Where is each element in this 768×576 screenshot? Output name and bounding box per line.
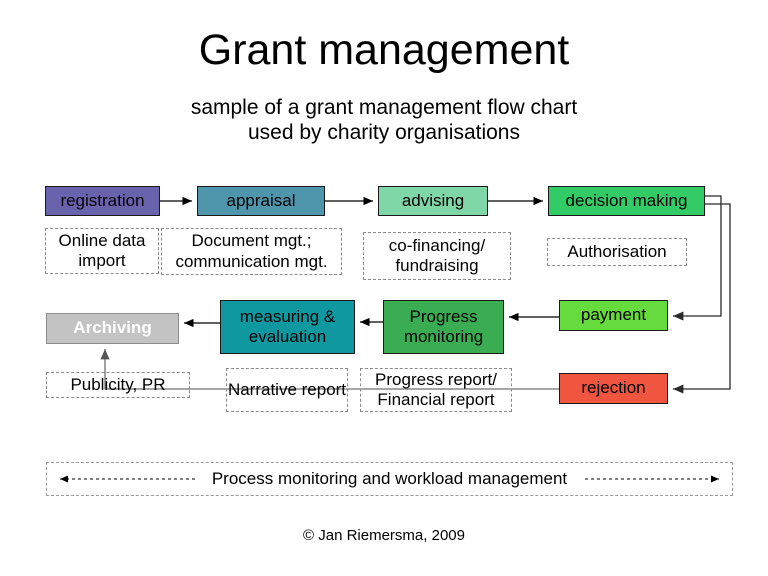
- arrow-rejection-to-archiving: [100, 349, 559, 390]
- flow-box-payment: payment: [559, 300, 668, 331]
- note-progress-report: Progress report/ Financial report: [360, 368, 512, 412]
- flow-box-progress-monitoring: Progress monitoring: [383, 300, 504, 354]
- subtitle-line-2: used by charity organisations: [248, 121, 520, 144]
- note-authorisation: Authorisation: [547, 238, 687, 266]
- note-label: Publicity, PR: [70, 374, 166, 394]
- flow-box-label: Archiving: [73, 318, 152, 338]
- flow-box-label: payment: [580, 305, 647, 325]
- flow-box-decision-making: decision making: [548, 186, 705, 216]
- flow-box-label: advising: [401, 190, 465, 210]
- flow-box-archiving: Archiving: [46, 313, 179, 344]
- note-online-data-import: Online data import: [45, 228, 159, 274]
- flow-box-label: rejection: [581, 378, 646, 398]
- note-label: Online data import: [58, 230, 146, 270]
- process-monitoring-band: Process monitoring and workload manageme…: [46, 462, 733, 496]
- flow-box-label: measuring & evaluation: [239, 306, 336, 346]
- note-label: co-financing/ fundraising: [388, 235, 486, 275]
- note-narrative-report: Narrative report: [226, 368, 348, 412]
- subtitle-line-1: sample of a grant management flow chart: [190, 96, 578, 119]
- flow-box-registration: registration: [45, 186, 160, 216]
- note-label: Authorisation: [567, 241, 667, 261]
- flow-box-advising: advising: [378, 186, 488, 216]
- note-document-mgt: Document mgt.; communication mgt.: [161, 228, 342, 275]
- flow-box-label: appraisal: [226, 190, 296, 210]
- subtitle: sample of a grant management flow chart …: [0, 95, 768, 145]
- arrow-decision-to-rejection: [673, 203, 731, 394]
- arrow-decision-to-payment: [673, 195, 722, 321]
- copyright-text: © Jan Riemersma, 2009: [303, 527, 465, 544]
- band-label: Process monitoring and workload manageme…: [211, 468, 568, 488]
- note-co-financing: co-financing/ fundraising: [363, 232, 511, 280]
- note-publicity-pr: Publicity, PR: [46, 372, 190, 398]
- flow-box-appraisal: appraisal: [197, 186, 325, 216]
- flow-box-label: Progress monitoring: [403, 306, 484, 346]
- page-title: Grant management: [198, 26, 570, 74]
- note-label: Document mgt.; communication mgt.: [175, 231, 328, 271]
- note-label: Narrative report: [227, 379, 347, 399]
- flow-box-label: registration: [60, 190, 145, 210]
- note-label: Progress report/ Financial report: [375, 369, 497, 409]
- flow-box-measuring-evaluation: measuring & evaluation: [220, 300, 355, 354]
- flow-box-label: decision making: [565, 190, 688, 210]
- flow-box-rejection: rejection: [559, 373, 668, 404]
